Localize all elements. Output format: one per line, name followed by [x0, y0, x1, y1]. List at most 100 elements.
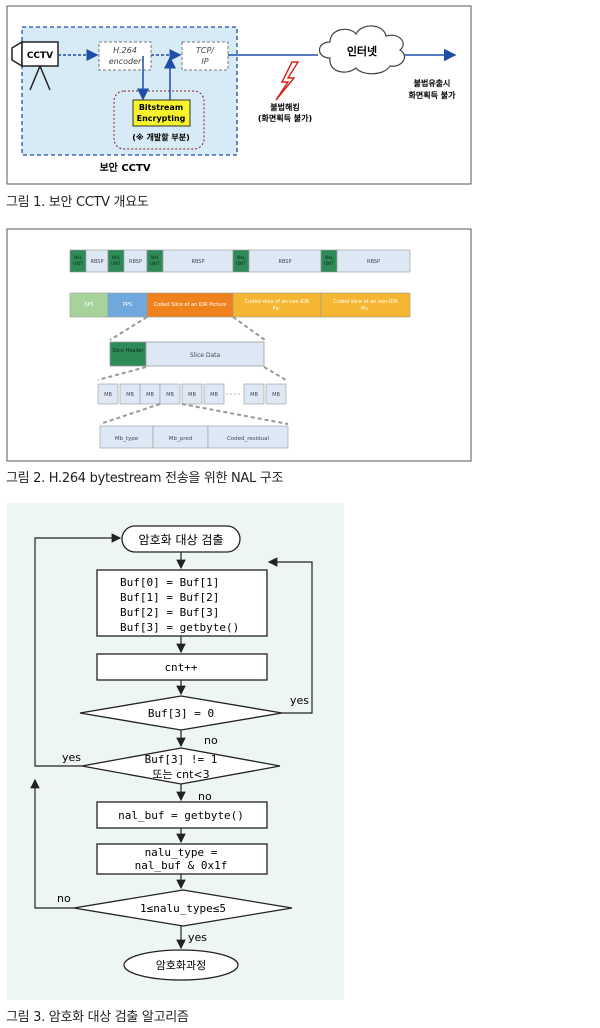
- tcpip-label-2: IP: [201, 57, 208, 66]
- nalutype-label-2: nal_buf & 0x1f: [135, 859, 228, 872]
- bitstream-box: [132, 99, 191, 127]
- slice-type-block: [320, 292, 411, 318]
- mb-block: [265, 383, 287, 405]
- figure3-caption: 그림 3. 암호화 대상 검출 알고리즘: [6, 1010, 189, 1025]
- expand-line-fields-right: [181, 403, 289, 425]
- bitstream-label-2: Encrypting: [137, 114, 186, 123]
- shift-line-4: Buf[3] = getbyte(): [120, 621, 239, 634]
- slice-header-box: [109, 341, 147, 367]
- leak-label-2: 화면획득 불가: [409, 90, 457, 100]
- mb-block: [159, 383, 181, 405]
- nal-unit-label: UNIT: [150, 261, 160, 266]
- nal-unit-label: NAL: [112, 255, 121, 260]
- shift-line-1: Buf[0] = Buf[1]: [120, 576, 219, 589]
- cnt-label: cnt++: [164, 661, 197, 674]
- camera-icon: [11, 40, 59, 91]
- tcpip-box: [181, 41, 229, 71]
- rbsp-label: RBSP: [278, 259, 291, 265]
- mb-label: MB: [104, 392, 112, 398]
- slice-type-row: SPS PPS Coded Slice of an IDR Picture Coded…: [69, 292, 411, 318]
- cnt-process: [96, 653, 268, 681]
- slice-type-label: SPS: [84, 302, 93, 308]
- shift-line-2: Buf[1] = Buf[2]: [120, 591, 219, 604]
- mb-label: MB: [272, 392, 280, 398]
- cctv-label: CCTV: [27, 51, 53, 61]
- nalutype-label-1: nalu_type =: [145, 846, 218, 859]
- dev-area-box: [113, 90, 205, 150]
- nal-unit-label: UNIT: [73, 261, 83, 266]
- slice-type-label: Coded slice of an non-IDR: [245, 299, 310, 305]
- secure-cctv-label: 보안 CCTV: [99, 161, 150, 174]
- decision3-label: 1≤nalu_type≤5: [140, 902, 226, 915]
- shift-process: [96, 569, 268, 637]
- decision2-label-1: Buf[3] != 1: [145, 753, 218, 766]
- nal-unit-label: UNIT: [324, 261, 334, 266]
- rbsp-label: RBSP: [90, 259, 103, 265]
- lightning-icon: [275, 61, 300, 101]
- loop-yes-decision2: [34, 533, 122, 767]
- expand-line-mb-right: [263, 366, 287, 381]
- slice-type-block: [107, 292, 148, 318]
- expand-line-left: [109, 316, 148, 341]
- figure1: CCTV H.264 encoder TCP/ IP Bitstream Enc…: [6, 5, 472, 185]
- expand-line-mb-left: [97, 366, 147, 381]
- bitstream-label-1: Bitstream: [139, 103, 183, 112]
- decision3-yes: yes: [188, 931, 207, 944]
- figure1-caption: 그림 1. 보안 CCTV 개요도: [6, 195, 149, 210]
- mb-label: MB: [210, 392, 218, 398]
- internet-label: 인터넷: [347, 44, 377, 58]
- slice-type-label: Coded slice of an non-IDR: [333, 299, 398, 305]
- mb-field-label: Mb_pred: [169, 436, 193, 442]
- start-label: 암호화 대상 검출: [139, 533, 224, 547]
- end-terminal: [123, 949, 239, 981]
- slice-type-label: Pic.: [361, 306, 370, 312]
- mb-block: [181, 383, 203, 405]
- encoder-label-2: encoder: [109, 57, 142, 66]
- mb-label: MB: [188, 392, 196, 398]
- rbsp-label: RBSP: [367, 259, 380, 265]
- slice-type-label: Pic.: [273, 306, 282, 312]
- hacking-label-2: (화면획득 불가): [258, 113, 312, 123]
- decision2-yes: yes: [62, 751, 81, 764]
- mb-block: [243, 383, 265, 405]
- slice-data-label: Slice Data: [190, 352, 221, 359]
- slice-data-box: [145, 341, 265, 367]
- loop-no-decision3: [30, 778, 74, 909]
- tcpip-label-1: TCP/: [196, 46, 215, 55]
- decision3-no: no: [57, 892, 71, 905]
- slice-type-label: PPS: [123, 302, 132, 308]
- decision2-no: no: [198, 790, 212, 803]
- expand-line-fields-left: [99, 403, 161, 425]
- mb-label: MB: [146, 392, 154, 398]
- nal-unit-label: NAL: [74, 255, 83, 260]
- nalbuf-label: nal_buf = getbyte(): [118, 809, 244, 822]
- mb-block: [203, 383, 225, 405]
- decision1-label: Buf[3] = 0: [148, 707, 214, 720]
- nal-unit-label: NAL: [151, 255, 160, 260]
- figure2-caption: 그림 2. H.264 bytestream 전송을 위한 NAL 구조: [6, 471, 284, 486]
- mb-label: MB: [126, 392, 134, 398]
- slice-type-label: Coded Slice of an IDR Picture: [154, 302, 227, 308]
- decision1-yes: yes: [290, 694, 309, 707]
- encoder-label-1: H.264: [113, 46, 137, 55]
- slice-type-block: [232, 292, 322, 318]
- rbsp-block: [336, 249, 411, 273]
- shift-line-3: Buf[2] = Buf[3]: [120, 606, 219, 619]
- rbsp-label: RBSP: [191, 259, 204, 265]
- mb-label: MB: [166, 392, 174, 398]
- nal-unit-label: NAL: [237, 255, 246, 260]
- decision2-label-2: 또는 cnt<3: [152, 768, 209, 781]
- cloud-icon: [318, 25, 405, 75]
- slice-type-block: [146, 292, 234, 318]
- nalutype-process: [96, 843, 268, 875]
- leak-label-1: 불법유출시: [414, 78, 451, 88]
- slice-header-label: Slice Header: [112, 348, 145, 354]
- mb-field-block: [207, 425, 289, 449]
- decision1-no: no: [204, 734, 218, 747]
- mb-block: [97, 383, 119, 405]
- hacking-label-1: 불법해킹: [270, 102, 299, 112]
- rbsp-label: RBSP: [129, 259, 142, 265]
